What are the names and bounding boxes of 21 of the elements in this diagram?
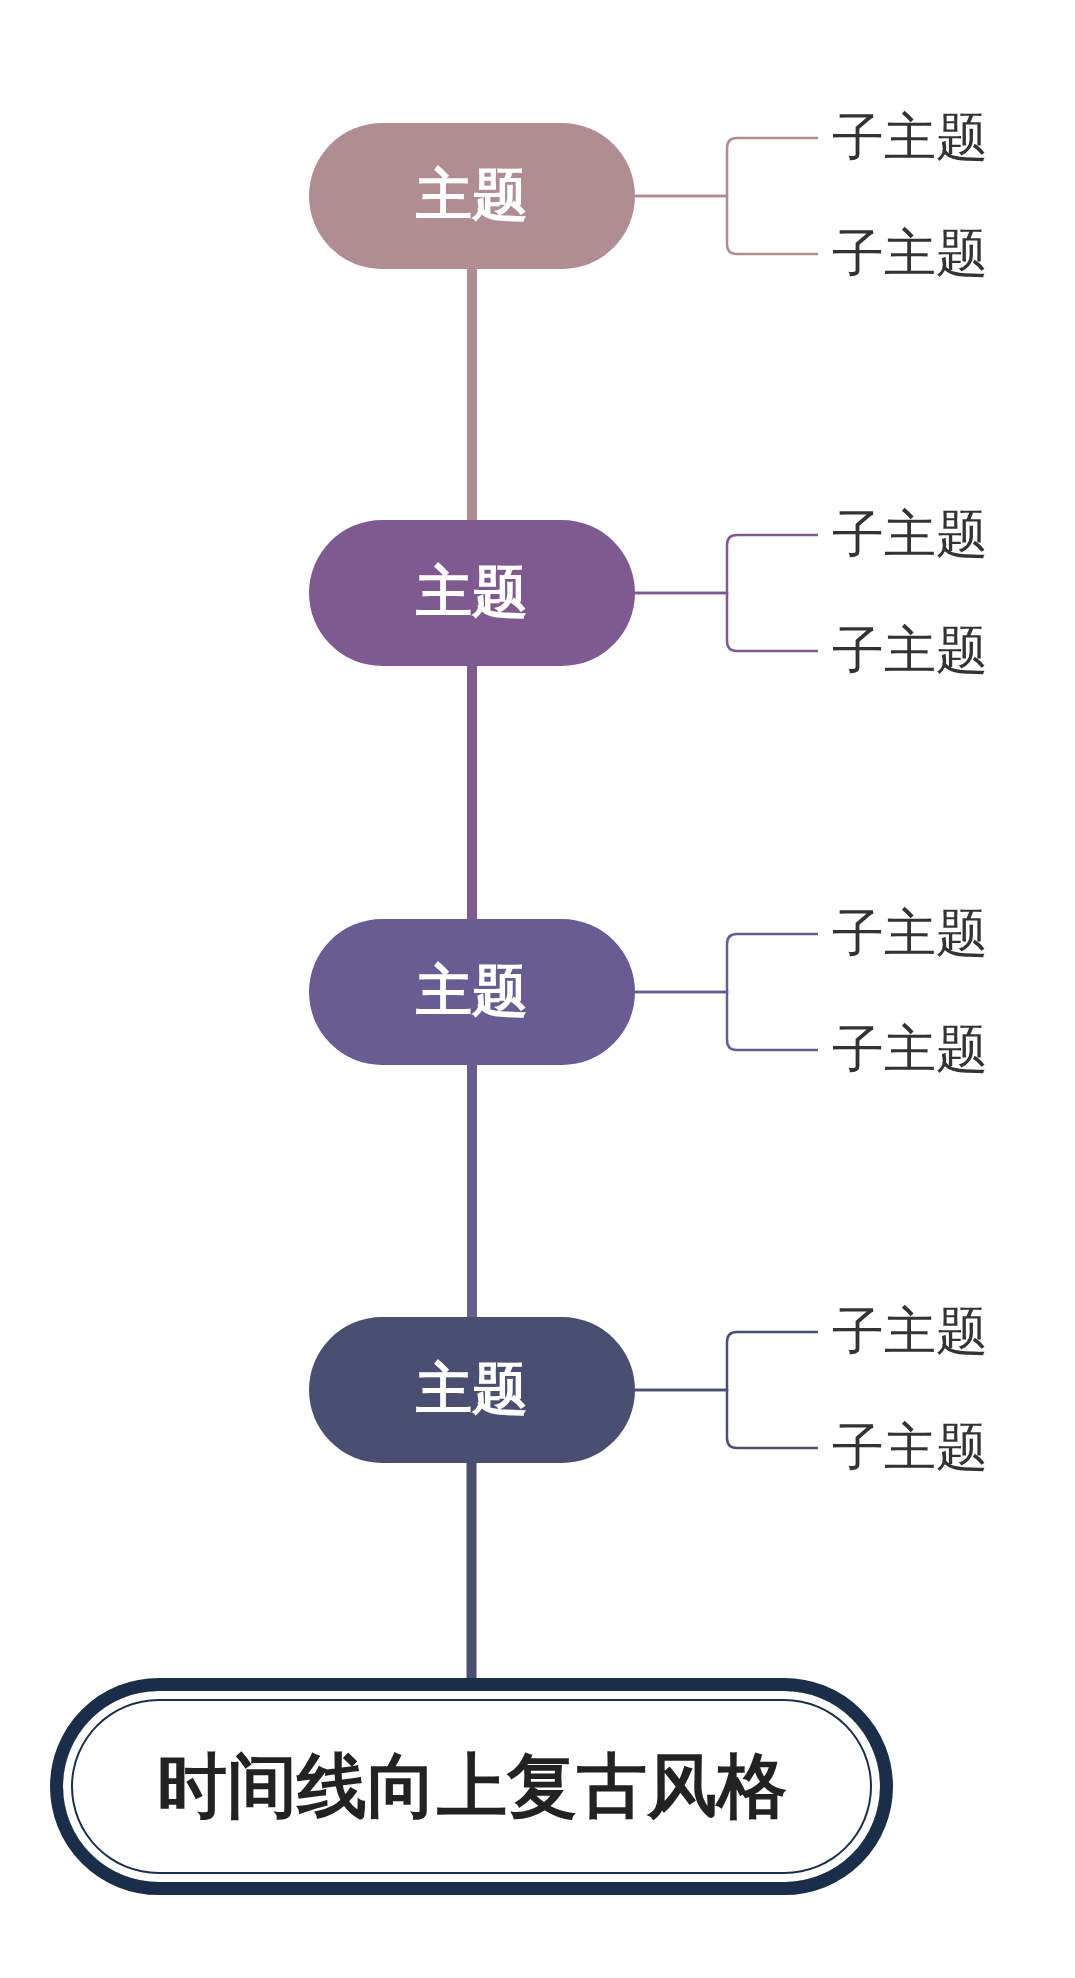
connector-line [467,1065,477,1317]
subtopic-label: 子主题 [832,1298,1022,1366]
connector-line [467,269,477,520]
connector-line [635,1388,818,1450]
topic-pill: 主题 [309,1317,635,1463]
subtopic-label: 子主题 [832,1016,1022,1084]
subtopic-label: 子主题 [832,617,1022,685]
subtopic-label: 子主题 [832,104,1022,172]
topic-pill: 主题 [309,123,635,269]
connector-line [467,666,477,919]
connector-line [635,990,818,1052]
title-pill: 时间线向上复古风格 [50,1678,893,1895]
subtopic-label: 子主题 [832,1414,1022,1482]
subtopic-label: 子主题 [832,501,1022,569]
connector-line [635,591,818,653]
topic-pill: 主题 [309,520,635,666]
connector-line [466,1463,477,1678]
subtopic-label: 子主题 [832,220,1022,288]
subtopic-label: 子主题 [832,900,1022,968]
connector-line [635,194,818,256]
topic-pill: 主题 [309,919,635,1065]
